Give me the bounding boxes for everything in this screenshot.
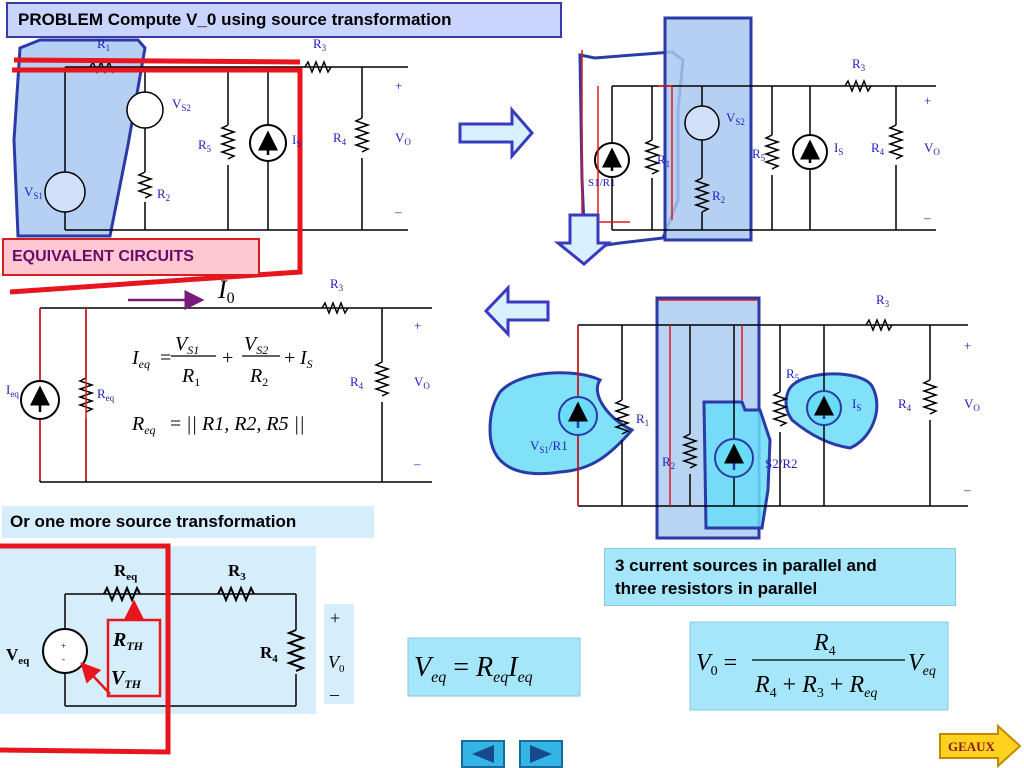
parallel-note-line2: three resistors in parallel (615, 579, 818, 598)
circuit-5 (0, 543, 354, 755)
formula-veq-box (407, 637, 581, 697)
formula-v0-box (689, 621, 949, 711)
geaux-arrow-icon[interactable] (939, 723, 1022, 768)
arrow-right-icon (458, 105, 534, 161)
arrow-right-nav-icon (530, 745, 552, 763)
circuit-3 (488, 296, 968, 540)
circuit-4 (20, 290, 432, 483)
circuit-2 (553, 16, 936, 266)
arrow-down-icon (553, 213, 612, 266)
problem-title: PROBLEM Compute V_0 using source transfo… (6, 2, 562, 38)
arrow-left-nav-icon (472, 745, 494, 763)
arrow-left-icon (483, 284, 550, 338)
parallel-note-line1: 3 current sources in parallel and (615, 556, 877, 575)
next-slide-button[interactable] (519, 740, 563, 768)
circuit-1 (9, 38, 408, 295)
one-more-transformation-label: Or one more source transformation (2, 506, 374, 538)
parallel-note: 3 current sources in parallel and three … (604, 548, 956, 606)
equivalent-circuits-label: EQUIVALENT CIRCUITS (2, 238, 260, 276)
